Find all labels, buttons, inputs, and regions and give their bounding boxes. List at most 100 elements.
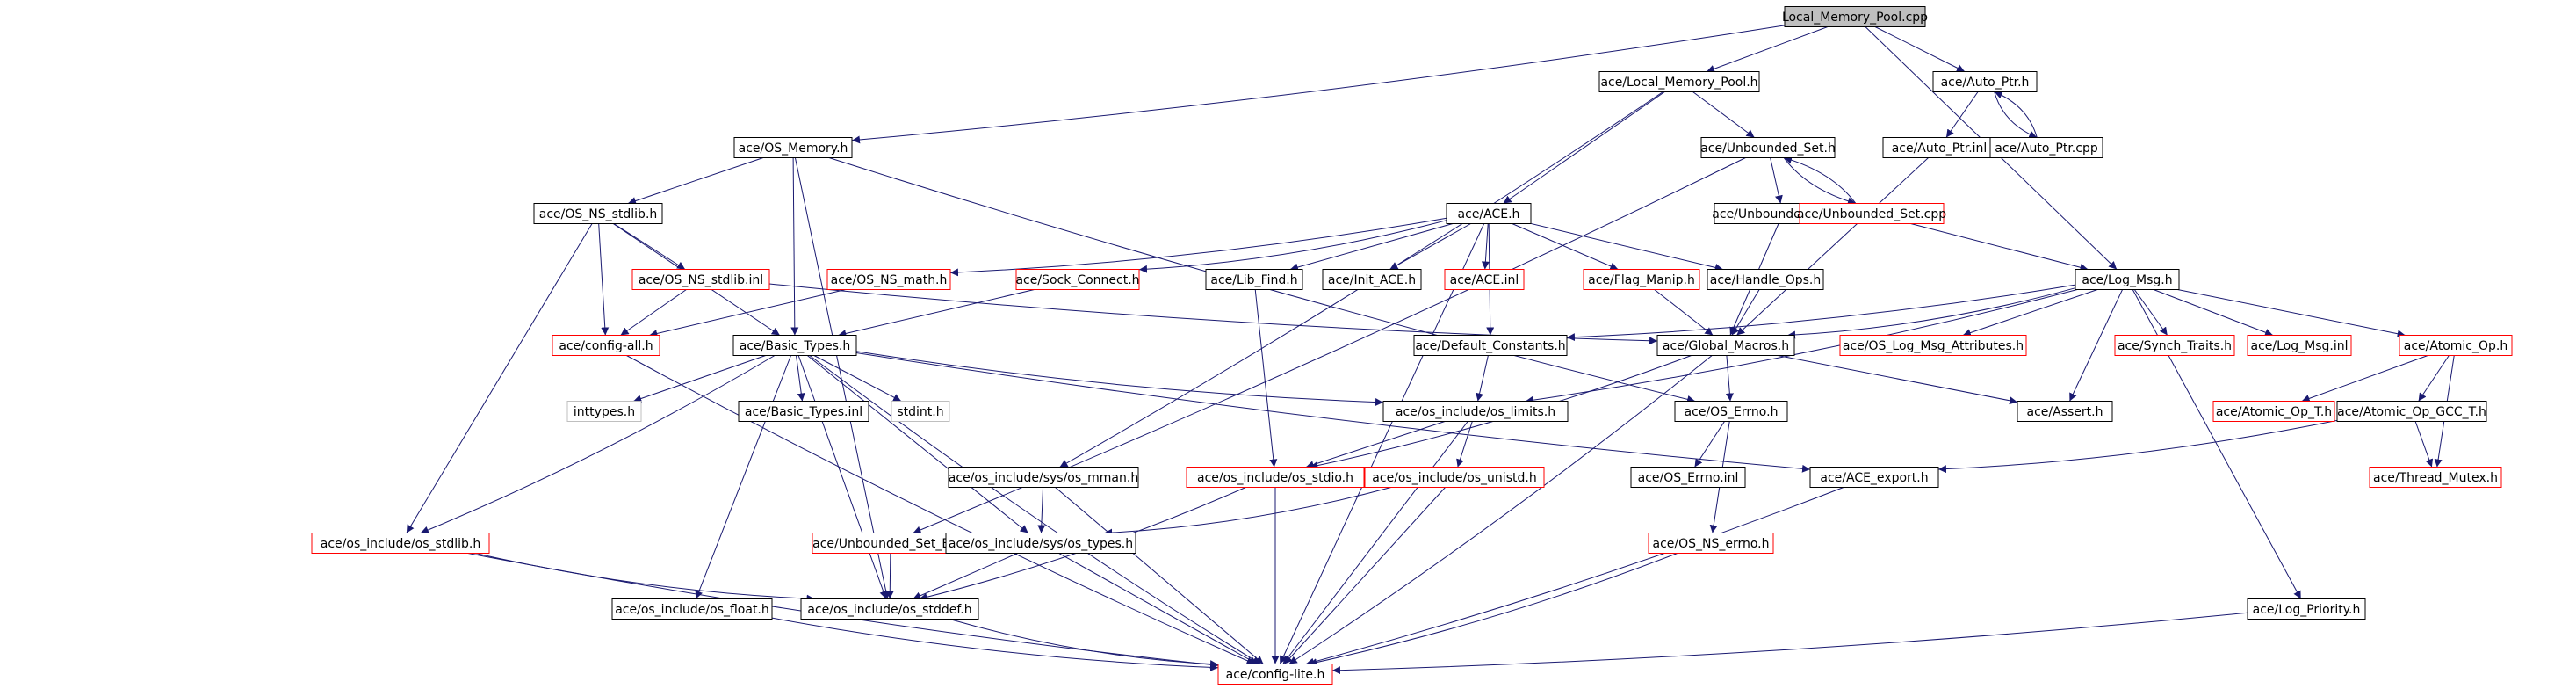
edge-os_limits_h-to-os_unistd_h xyxy=(1456,421,1473,468)
node-os-types-h[interactable]: ace/os_include/sys/os_types.h xyxy=(945,533,1136,554)
edge-global_macros_h-to-os_errno_h xyxy=(1725,355,1734,402)
edge-line xyxy=(1787,287,2076,339)
edge-os_stddef_h-to-config_lite_h xyxy=(949,619,1219,669)
node-auto-ptr-cpp[interactable]: ace/Auto_Ptr.cpp xyxy=(1989,137,2103,158)
edge-line xyxy=(2301,355,2428,403)
node-label: ace/Global_Macros.h xyxy=(1663,339,1789,353)
edge-log_msg_h-to-os_limits_h xyxy=(1525,289,2078,404)
edge-ace_export_h-to-config_lite_h xyxy=(1305,487,1844,666)
node-label: ace/Default_Constants.h xyxy=(1415,339,1565,353)
node-os-unistd-h[interactable]: ace/os_include/os_unistd.h xyxy=(1364,467,1545,488)
node-label: ace/Sock_Connect.h xyxy=(1015,273,1139,287)
node-synch-traits-h[interactable]: ace/Synch_Traits.h xyxy=(2114,335,2235,356)
node-label: ace/Auto_Ptr.inl xyxy=(1892,141,1988,156)
node-label: ace/Synch_Traits.h xyxy=(2118,339,2232,353)
edge-line xyxy=(1910,223,2089,272)
node-log-msg-h[interactable]: ace/Log_Msg.h xyxy=(2075,269,2180,290)
node-label: ace/Auto_Ptr.h xyxy=(1941,76,2030,90)
node-os-ns-math-h[interactable]: ace/OS_NS_math.h xyxy=(826,269,951,290)
node-lmp-h[interactable]: ace/Local_Memory_Pool.h xyxy=(1598,71,1760,92)
node-thread-mutex-h[interactable]: ace/Thread_Mutex.h xyxy=(2369,467,2502,488)
node-unbounded-set-h[interactable]: ace/Unbounded_Set.h xyxy=(1700,137,1836,158)
node-log-priority-h[interactable]: ace/Log_Priority.h xyxy=(2247,598,2366,620)
node-os-mman-h[interactable]: ace/os_include/sys/os_mman.h xyxy=(948,467,1139,488)
edge-basic_types_h-to-inttypes_h xyxy=(633,355,766,403)
node-atomic-op-h[interactable]: ace/Atomic_Op.h xyxy=(2399,335,2513,356)
node-global-macros-h[interactable]: ace/Global_Macros.h xyxy=(1656,335,1795,356)
node-unbounded-set-ex-h[interactable]: ace/Unbounded_Set_Ex.h xyxy=(812,533,970,554)
node-os-ns-errno-h[interactable]: ace/OS_NS_errno.h xyxy=(1648,533,1774,554)
node-os-errno-h[interactable]: ace/OS_Errno.h xyxy=(1674,401,1788,422)
node-auto-ptr-inl[interactable]: ace/Auto_Ptr.inl xyxy=(1882,137,1996,158)
edge-atomic_op_h-to-atomic_op_gcc_t_h xyxy=(2418,355,2450,402)
node-box xyxy=(826,269,951,290)
node-os-errno-inl[interactable]: ace/OS_Errno.inl xyxy=(1630,467,1746,488)
edge-os_types_h-to-os_stddef_h xyxy=(913,553,1018,600)
node-box xyxy=(631,269,770,290)
node-box xyxy=(945,533,1136,554)
node-os-ns-stdlib-inl[interactable]: ace/OS_NS_stdlib.inl xyxy=(631,269,770,290)
node-ace-inl[interactable]: ace/ACE.inl xyxy=(1444,269,1525,290)
edge-line xyxy=(949,619,1219,669)
node-label: ace/Auto_Ptr.cpp xyxy=(1995,141,2098,156)
edge-log_msg_h-to-global_macros_h xyxy=(1787,287,2076,339)
node-os-limits-h[interactable]: ace/os_include/os_limits.h xyxy=(1382,401,1569,422)
node-init-ace-h[interactable]: ace/Init_ACE.h xyxy=(1322,269,1422,290)
edge-line xyxy=(1389,223,1471,270)
node-box xyxy=(1186,467,1365,488)
node-os-float-h[interactable]: ace/os_include/os_float.h xyxy=(611,598,773,620)
edge-ace_h-to-handle_ops_h xyxy=(1530,222,1723,272)
edge-basic_types_h-to-config_lite_h xyxy=(809,355,1261,664)
edge-line xyxy=(1104,487,1391,537)
node-box xyxy=(1707,269,1824,290)
node-lib-find-h[interactable]: ace/Lib_Find.h xyxy=(1205,269,1303,290)
node-sock-connect-h[interactable]: ace/Sock_Connect.h xyxy=(1015,269,1140,290)
node-box xyxy=(611,598,773,620)
node-os-memory-h[interactable]: ace/OS_Memory.h xyxy=(733,137,853,158)
node-label: ace/Local_Memory_Pool.h xyxy=(1600,76,1757,90)
node-os-log-msg-attr-h[interactable]: ace/OS_Log_Msg_Attributes.h xyxy=(1839,335,2027,356)
node-label: ace/ACE.h xyxy=(1458,207,1520,221)
node-log-msg-inl[interactable]: ace/Log_Msg.inl xyxy=(2247,335,2352,356)
node-basic-types-h[interactable]: ace/Basic_Types.h xyxy=(732,335,857,356)
node-os-stdio-h[interactable]: ace/os_include/os_stdio.h xyxy=(1186,467,1365,488)
node-atomic-op-t-h[interactable]: ace/Atomic_Op_T.h xyxy=(2212,401,2335,422)
edge-line xyxy=(1962,289,2098,337)
node-box xyxy=(1989,137,2103,158)
node-handle-ops-h[interactable]: ace/Handle_Ops.h xyxy=(1707,269,1824,290)
node-config-lite-h[interactable]: ace/config-lite.h xyxy=(1217,664,1333,685)
node-os-ns-stdlib-h[interactable]: ace/OS_NS_stdlib.h xyxy=(533,203,663,224)
edge-line xyxy=(1566,284,2076,342)
node-assert-h[interactable]: ace/Assert.h xyxy=(2017,401,2113,422)
edge-log_priority_h-to-config_lite_h xyxy=(1331,612,2248,675)
edge-line xyxy=(855,352,1811,473)
node-box xyxy=(2247,335,2352,356)
edge-line xyxy=(1654,289,1714,336)
edge-line xyxy=(598,223,610,336)
node-auto-ptr-h[interactable]: ace/Auto_Ptr.h xyxy=(1932,71,2038,92)
node-basic-types-inl[interactable]: ace/Basic_Types.inl xyxy=(738,401,869,422)
edge-basic_types_h-to-os_limits_h xyxy=(855,351,1384,407)
node-unbounded-set-cpp[interactable]: ace/Unbounded_Set.cpp xyxy=(1797,203,1946,224)
edge-line xyxy=(809,355,1261,664)
node-ace-h[interactable]: ace/ACE.h xyxy=(1446,203,1532,224)
edge-ace_h-to-ace_inl xyxy=(1481,223,1490,270)
edge-line xyxy=(790,157,799,336)
node-box xyxy=(1700,137,1836,158)
node-label: ace/os_include/os_stdio.h xyxy=(1197,471,1353,485)
node-config-all-h[interactable]: ace/config-all.h xyxy=(552,335,660,356)
edge-basic_types_h-to-os_float_h xyxy=(695,355,791,599)
node-os-stddef-h[interactable]: ace/os_include/os_stddef.h xyxy=(800,598,979,620)
node-label: ace/Lib_Find.h xyxy=(1210,273,1297,287)
edge-flag_manip_h-to-global_macros_h xyxy=(1654,289,1714,336)
edge-line xyxy=(2068,289,2124,402)
node-ace-export-h[interactable]: ace/ACE_export.h xyxy=(1809,467,1939,488)
node-default-constants-h[interactable]: ace/Default_Constants.h xyxy=(1413,335,1568,356)
node-os-stdlib-h[interactable]: ace/os_include/os_stdlib.h xyxy=(311,533,490,554)
node-flag-manip-h[interactable]: ace/Flag_Manip.h xyxy=(1583,269,1700,290)
node-label: inttypes.h xyxy=(574,405,635,419)
edge-line xyxy=(2418,355,2450,402)
node-atomic-op-gcc-t-h[interactable]: ace/Atomic_Op_GCC_T.h xyxy=(2336,401,2487,422)
node-box xyxy=(891,401,950,422)
edge-basic_types_h-to-stdint_h xyxy=(813,355,902,402)
